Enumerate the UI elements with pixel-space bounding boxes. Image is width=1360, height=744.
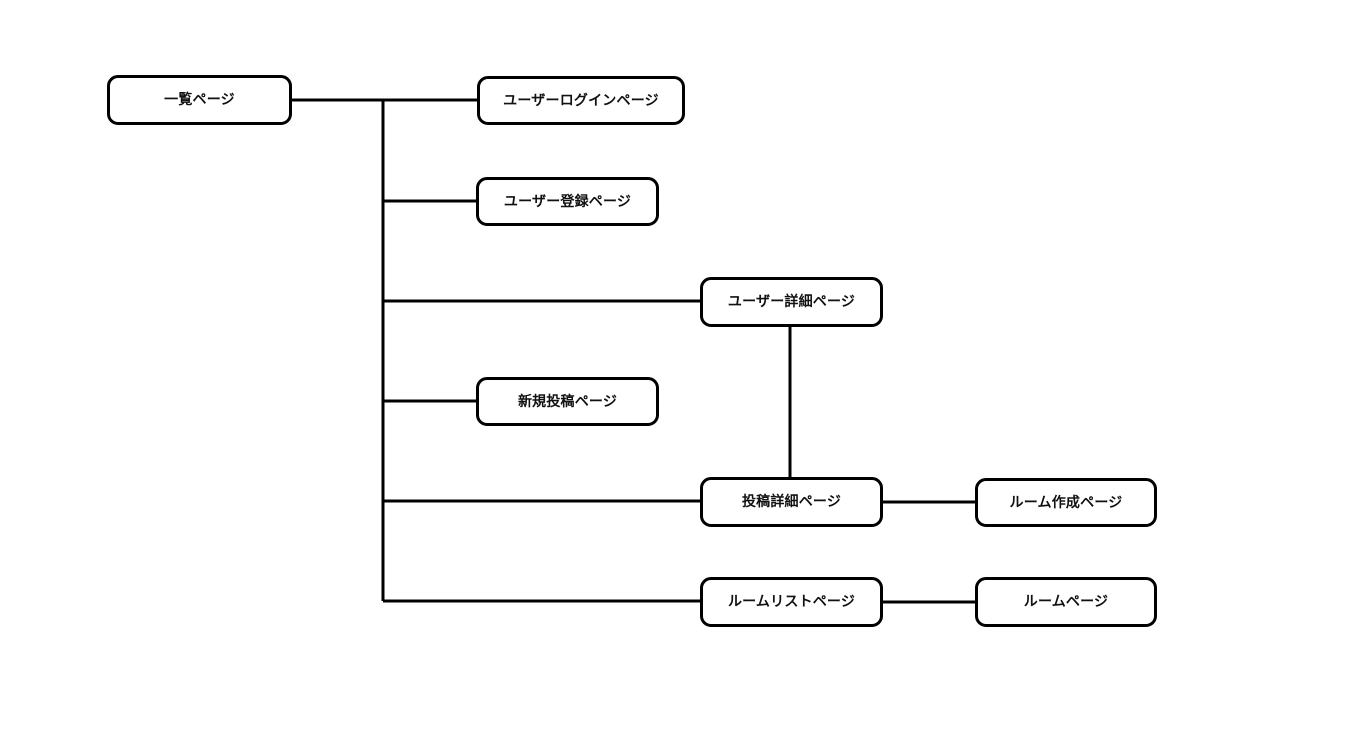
node-label-post-detail-page: 投稿詳細ページ bbox=[741, 494, 842, 510]
node-label-room-create-page: ルーム作成ページ bbox=[1009, 494, 1123, 511]
node-label-room-page: ルームページ bbox=[1023, 594, 1109, 610]
node-label-new-post-page: 新規投稿ページ bbox=[517, 393, 618, 410]
node-room-page[interactable]: ルームページ bbox=[975, 577, 1157, 627]
node-room-list-page[interactable]: ルームリストページ bbox=[700, 577, 883, 627]
node-label-list-page: 一覧ページ bbox=[164, 92, 235, 108]
node-label-room-list-page: ルームリストページ bbox=[727, 594, 856, 610]
node-user-register-page[interactable]: ユーザー登録ページ bbox=[476, 177, 659, 226]
node-label-user-detail-page: ユーザー詳細ページ bbox=[727, 294, 856, 310]
node-user-login-page[interactable]: ユーザーログインページ bbox=[477, 76, 685, 125]
node-label-user-register-page: ユーザー登録ページ bbox=[503, 193, 632, 210]
node-user-detail-page[interactable]: ユーザー詳細ページ bbox=[700, 277, 883, 327]
node-post-detail-page[interactable]: 投稿詳細ページ bbox=[700, 477, 883, 527]
node-label-user-login-page: ユーザーログインページ bbox=[503, 92, 659, 109]
node-room-create-page[interactable]: ルーム作成ページ bbox=[975, 478, 1157, 527]
node-new-post-page[interactable]: 新規投稿ページ bbox=[476, 377, 659, 426]
node-list-page[interactable]: 一覧ページ bbox=[107, 75, 292, 125]
